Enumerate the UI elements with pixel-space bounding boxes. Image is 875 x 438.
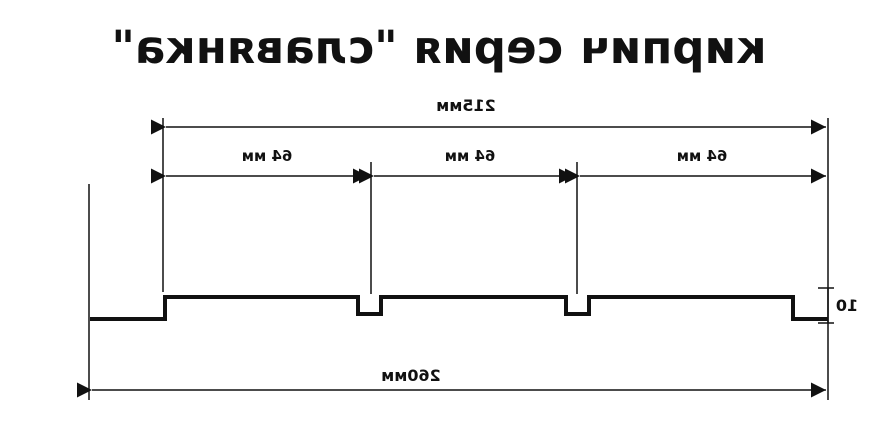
overall-bottom-label: 260мм <box>381 366 441 385</box>
height-label: 10 <box>836 296 858 315</box>
segment-left-label: 64 мм <box>242 147 293 165</box>
diagram-title-group: кирпич серия "славянка" <box>111 21 766 74</box>
diagram-title: кирпич серия "славянка" <box>111 21 766 74</box>
overall-top-label: 215мм <box>436 96 496 115</box>
mirrored-dimension-texts: 215мм 64 мм 64 мм 64 мм 260мм 10 <box>242 96 858 385</box>
segment-middle-label: 64 мм <box>445 147 496 165</box>
brick-profile-outline <box>90 295 828 321</box>
segment-right-label: 64 мм <box>677 147 728 165</box>
